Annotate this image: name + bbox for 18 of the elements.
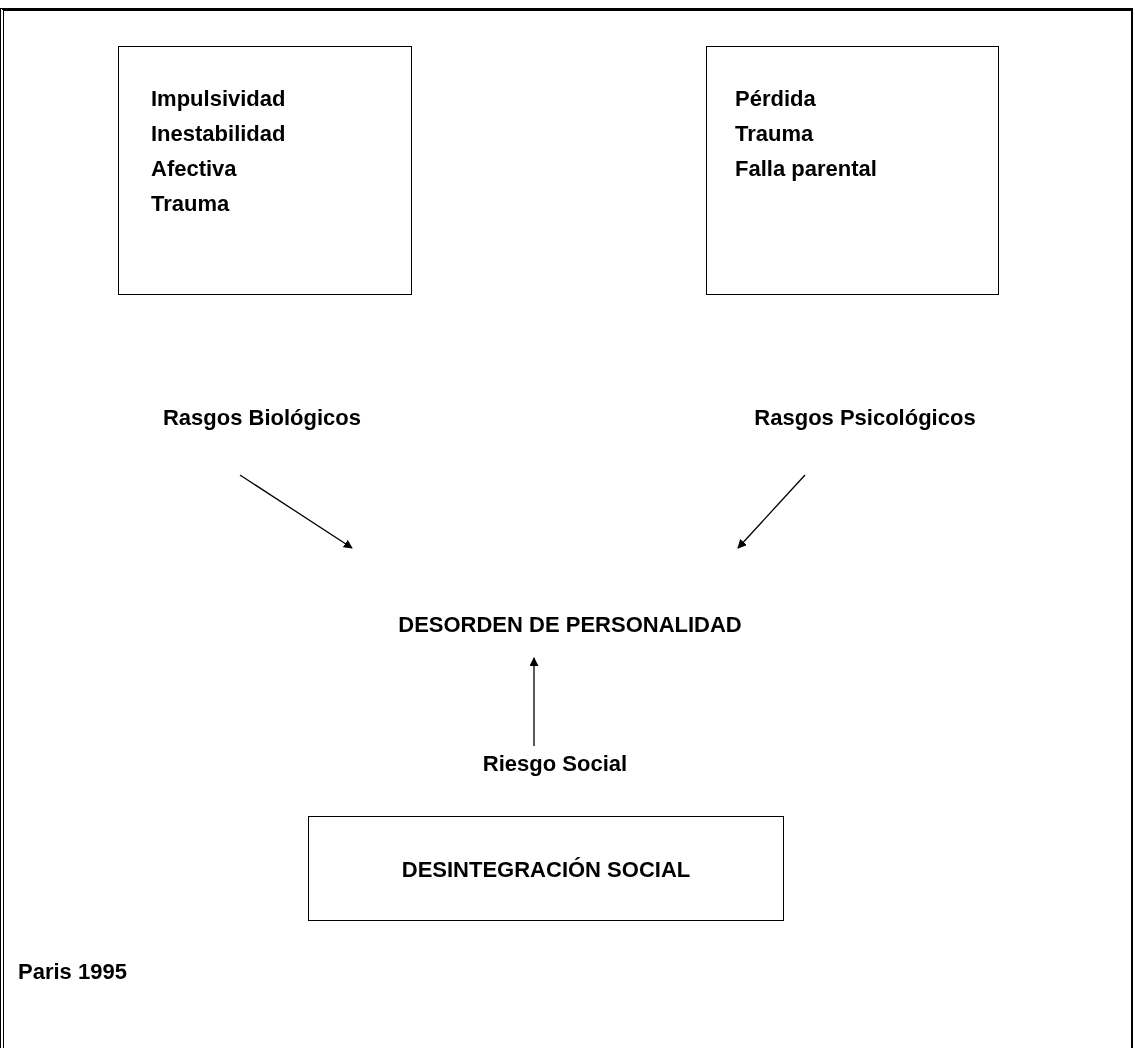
node-text: Inestabilidad Afectiva xyxy=(151,120,287,183)
node-text: DESORDEN DE PERSONALIDAD xyxy=(398,611,742,639)
node-text: Impulsividad xyxy=(151,85,286,113)
text-box xyxy=(118,46,412,295)
node-text: Trauma xyxy=(735,120,814,148)
node-text: Pérdida xyxy=(735,85,816,113)
arrow xyxy=(529,657,539,747)
text-box xyxy=(308,816,784,921)
text-box xyxy=(706,46,999,295)
node-text: Rasgos Psicológicos xyxy=(754,404,976,432)
arrow xyxy=(239,474,353,549)
node-text: Riesgo Social xyxy=(482,750,628,778)
node-text: Trauma xyxy=(151,190,230,218)
node-text: Falla parental xyxy=(735,155,877,183)
node-text: DESINTEGRACIÓN SOCIAL xyxy=(401,856,691,884)
note-text: Paris 1995 xyxy=(18,959,127,985)
node-text: Rasgos Biológicos xyxy=(162,404,361,432)
arrow xyxy=(737,474,806,549)
